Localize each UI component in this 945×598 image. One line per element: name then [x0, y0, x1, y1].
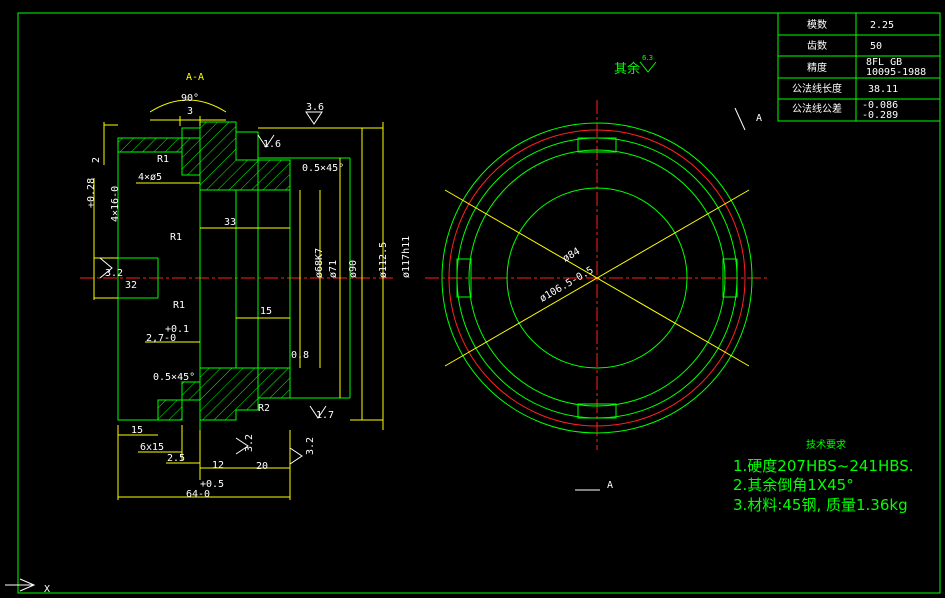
dim-12: 12	[212, 460, 224, 471]
tech-title: 技术要求	[806, 438, 846, 451]
section-marker-top-label: A	[756, 113, 762, 124]
gear-parameter-table: 模数 2.25 齿数 50 精度 8FL GB 10095-1988 公法线长度…	[777, 12, 941, 122]
gear-pitch-circle	[448, 129, 746, 427]
section-hatch-left-bottom	[157, 399, 183, 421]
dim-dia-112: ø112.5	[378, 242, 389, 278]
drawing-border	[17, 12, 941, 594]
table-value-accuracy-std: 10095-1988	[866, 67, 926, 78]
section-title: A-A	[186, 72, 204, 83]
tech-line-2: 2.其余倒角1X45°	[733, 476, 854, 494]
roughness-symbol-lower	[235, 437, 249, 455]
dim-15-inner: 15	[260, 306, 272, 317]
table-label-span-tol: 公法线公差	[792, 102, 842, 115]
roughness-symbol-left	[99, 257, 113, 279]
dim-33: 33	[224, 217, 236, 228]
dim-roughness-3-6: 3.6	[306, 102, 324, 113]
table-value-teeth: 50	[870, 41, 882, 52]
dim-holes: 4×ø5	[138, 172, 162, 183]
dim-dia-68: ø68K7	[314, 248, 325, 278]
front-view: ø84 ø106.5-0.5 A A 其余 6.3	[425, 54, 770, 491]
technical-requirements: 技术要求 1.硬度207HBS~241HBS. 2.其余倒角1X45° 3.材料…	[733, 438, 914, 514]
dim-2-7: 2,7-0	[146, 333, 176, 344]
dim-2: 2	[91, 157, 102, 163]
section-view: A-A	[80, 72, 412, 500]
table-value-span-tol-upper: -0.086	[862, 100, 898, 111]
table-value-accuracy: 8FL GB	[866, 57, 902, 68]
dim-32: 32	[125, 280, 137, 291]
roughness-symbol-1-6	[257, 134, 275, 148]
dim-roughness-3-2-a: 3.2	[105, 268, 123, 279]
dim-dia-71: ø71	[328, 260, 339, 278]
ucs-x-label: X	[44, 584, 50, 595]
dim-chamfer-top: 0.5×45°	[302, 163, 344, 174]
tech-line-1: 1.硬度207HBS~241HBS.	[733, 457, 914, 475]
dim-roughness-3-2-c: 3.2	[305, 437, 316, 455]
dim-roughness-1-6: 1.6	[263, 139, 281, 150]
section-hatch-bottom	[181, 367, 291, 421]
table-label-accuracy: 精度	[807, 61, 827, 74]
dim-tol-0-5: +0.5	[200, 479, 224, 490]
roughness-symbol-top	[305, 111, 323, 125]
dim-20: 20	[256, 461, 268, 472]
dim-dia-117: ø117h11	[401, 236, 412, 278]
dim-3: 3	[187, 106, 193, 117]
section-hatch-top	[181, 121, 291, 191]
section-marker-bottom-label: A	[607, 480, 613, 491]
roughness-other-label: 其余	[614, 61, 640, 77]
table-label-module: 模数	[807, 18, 827, 31]
dim-64: 64-0	[186, 489, 210, 500]
dim-dia-84: ø84	[561, 246, 582, 265]
table-value-span: 38.11	[868, 84, 898, 95]
dim-slot: 4×16-0	[110, 186, 121, 222]
angle-90-arc	[149, 99, 227, 113]
section-hatch-left-top	[117, 137, 183, 153]
roughness-symbol-right-lower	[289, 447, 303, 465]
dim-6x15: 6x15	[140, 442, 164, 453]
roughness-other-value: 6.3	[642, 54, 653, 62]
gear-bore-circle	[506, 187, 688, 369]
ucs-icon: X	[5, 578, 50, 595]
dim-roughness-0-8: 0.8	[291, 350, 309, 361]
dim-15: 15	[131, 425, 143, 436]
front-diameter-lines	[444, 189, 750, 367]
dim-tol-0-1: +0.1	[165, 324, 189, 335]
dim-chamfer-low: 0.5×45°	[153, 372, 195, 383]
table-label-teeth: 齿数	[807, 39, 827, 52]
roughness-symbol-bottom	[309, 405, 327, 419]
dim-tol-0-28: +0.28	[86, 178, 97, 208]
gear-slot-outer-circle	[468, 149, 726, 407]
section-marker-top	[734, 107, 746, 131]
roughness-other-symbol	[639, 61, 657, 73]
table-value-span-tol-lower: -0.289	[862, 110, 898, 121]
dim-r1-mid: R1	[170, 232, 182, 243]
dim-dia-90: ø90	[348, 260, 359, 278]
dim-r1-low: R1	[173, 300, 185, 311]
dim-r2: R2	[258, 403, 270, 414]
dim-2-5: 2.5	[167, 453, 185, 464]
dim-roughness-1-7: 1.7	[316, 410, 334, 421]
table-label-span: 公法线长度	[792, 82, 842, 95]
gear-outer-circle	[441, 122, 753, 434]
dim-angle-90: 90°	[181, 93, 199, 104]
tech-line-3: 3.材料:45钢, 质量1.36kg	[733, 496, 908, 514]
dim-roughness-3-2-b: 3.2	[244, 434, 255, 452]
dim-dia-106: ø106.5-0.5	[538, 265, 596, 305]
dim-r1-top: R1	[157, 154, 169, 165]
section-dimension-lines	[93, 116, 384, 500]
gear-slots	[456, 137, 738, 419]
table-value-module: 2.25	[870, 20, 894, 31]
